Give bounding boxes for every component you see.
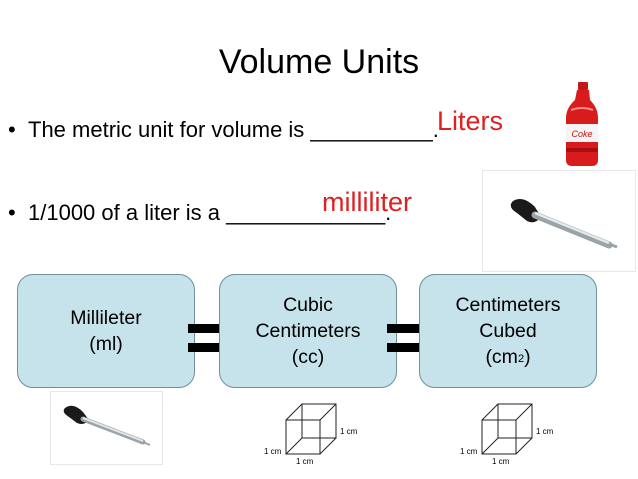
cube-label: 1 cm bbox=[340, 427, 358, 436]
dropper-icon bbox=[50, 391, 163, 465]
page-title: Volume Units bbox=[218, 43, 420, 81]
bullet-text: The metric unit for volume is __________… bbox=[28, 117, 439, 142]
cube-icon: 1 cm 1 cm 1 cm bbox=[262, 398, 366, 472]
bullet-icon: • bbox=[8, 117, 16, 142]
box-line: Millileter bbox=[70, 307, 142, 329]
box-line: Centimeters bbox=[255, 320, 361, 342]
cube-label: 1 cm bbox=[264, 447, 282, 456]
cube-label: 1 cm bbox=[492, 457, 510, 466]
answer-liters: Liters bbox=[437, 106, 504, 136]
cube-label: 1 cm bbox=[296, 457, 314, 466]
box-line: (ml) bbox=[89, 333, 123, 355]
box-milliliter: Millileter (ml) bbox=[17, 274, 195, 388]
box-line: (cm2) bbox=[485, 346, 531, 368]
equals-icon bbox=[188, 324, 224, 352]
dropper-icon bbox=[482, 170, 636, 272]
cube-label: 1 cm bbox=[460, 447, 478, 456]
box-line: (cc) bbox=[291, 346, 325, 368]
bullet-milliliter: • 1/1000 of a liter is a _____________. bbox=[8, 200, 391, 226]
box-centimeters-cubed: Centimeters Cubed (cm2) bbox=[419, 274, 597, 388]
bullet-text: 1/1000 of a liter is a _____________. bbox=[28, 200, 392, 225]
soda-bottle-icon: Coke bbox=[558, 80, 606, 168]
box-line: Centimeters bbox=[455, 294, 561, 316]
box-line: Cubic bbox=[283, 294, 333, 316]
bullet-icon: • bbox=[8, 200, 16, 225]
answer-milliliter: milliliter bbox=[322, 187, 412, 217]
cube-label: 1 cm bbox=[536, 427, 554, 436]
box-cubic-centimeters: Cubic Centimeters (cc) bbox=[219, 274, 397, 388]
bottle-label: Coke bbox=[571, 129, 592, 139]
equals-icon bbox=[387, 324, 423, 352]
box-line: Cubed bbox=[479, 320, 537, 342]
bullet-volume-unit: • The metric unit for volume is _________… bbox=[8, 117, 439, 143]
cube-icon: 1 cm 1 cm 1 cm bbox=[458, 398, 562, 472]
